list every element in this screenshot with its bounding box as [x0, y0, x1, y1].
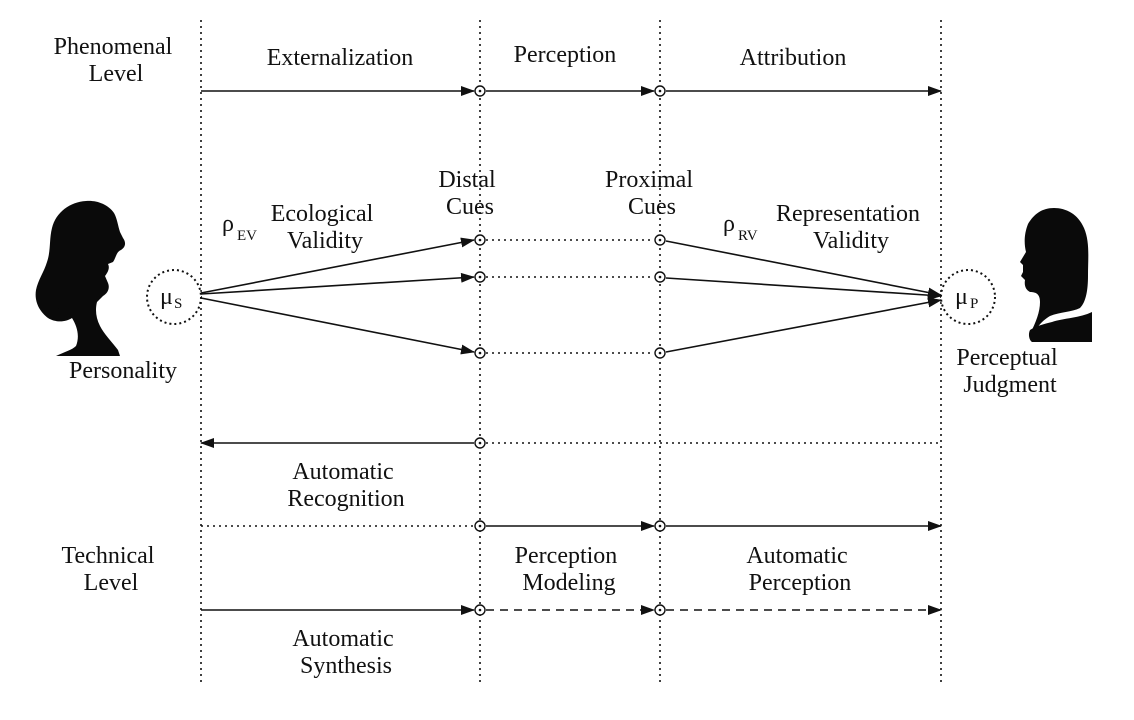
representation-validity-label: ρ RV Representation Validity [723, 201, 926, 254]
rho-rv-subscript: RV [738, 228, 758, 244]
rv-arrow-2 [665, 277, 942, 301]
ev-arrow-3 [200, 297, 475, 355]
modeling-node-proximal-dot [658, 524, 662, 528]
phenomenal-node-proximal-dot [658, 89, 662, 93]
distal-cue-node-3-dot [478, 351, 482, 355]
synthesis-node-proximal-dot [658, 608, 662, 612]
ev-arrow-2 [200, 272, 475, 295]
ecological-validity-label: ρ EV Ecological Validity [222, 201, 380, 254]
stage-attribution: Attribution [740, 45, 847, 71]
proximal-cue-node-3-dot [658, 351, 662, 355]
modeling-node-distal-dot [478, 524, 482, 528]
phenomenal-arrows [201, 85, 942, 97]
lens-arrows [200, 234, 942, 359]
automatic-perception-label: Automatic Perception [746, 543, 853, 596]
rv-arrow-3 [665, 297, 942, 353]
representation-validity-text: Representation Validity [776, 201, 926, 254]
phenomenal-node-distal-dot [478, 89, 482, 93]
synthesis-node-distal-dot [478, 608, 482, 612]
perceiver-node: μ P [940, 269, 996, 325]
speaker-node-circle [146, 269, 202, 325]
male-head-silhouette-icon [1020, 208, 1092, 342]
stage-perception: Perception [514, 42, 617, 68]
rv-arrow-1 [665, 240, 942, 298]
speaker-node: μ S [146, 269, 202, 325]
proximal-cue-node-2-dot [658, 275, 662, 279]
automatic-synthesis-label: Automatic Synthesis [292, 626, 399, 679]
proximal-cue-node-1-dot [658, 238, 662, 242]
ecological-validity-text: Ecological Validity [271, 201, 380, 254]
personality-label: Personality [69, 358, 177, 384]
perception-modeling-flow [201, 520, 942, 532]
mu-s-subscript: S [174, 296, 182, 312]
ev-arrow-1 [200, 237, 475, 294]
distal-cue-node-1-dot [478, 238, 482, 242]
distal-cues-label: Distal Cues [438, 167, 501, 220]
perceiver-node-circle [940, 269, 996, 325]
mu-p-symbol: μ [955, 284, 968, 310]
automatic-synthesis-flow [201, 604, 942, 616]
phenomenal-level-label: Phenomenal Level [54, 34, 179, 87]
mu-p-subscript: P [970, 296, 978, 312]
rho-rv-symbol: ρ [723, 211, 735, 237]
recognition-node-dot [478, 441, 482, 445]
rho-ev-symbol: ρ [222, 211, 234, 237]
perception-modeling-label: Perception Modeling [515, 543, 624, 596]
automatic-recognition-label: Automatic Recognition [287, 459, 404, 512]
female-head-silhouette-icon [35, 200, 126, 356]
rho-ev-subscript: EV [237, 228, 257, 244]
technical-level-label: Technical Level [62, 543, 161, 596]
automatic-recognition-flow [200, 437, 941, 449]
mu-s-symbol: μ [160, 284, 173, 310]
proximal-cues-label: Proximal Cues [605, 167, 699, 220]
distal-cue-node-2-dot [478, 275, 482, 279]
perceptual-judgment-label: Perceptual Judgment [956, 345, 1063, 398]
stage-externalization: Externalization [267, 45, 414, 71]
